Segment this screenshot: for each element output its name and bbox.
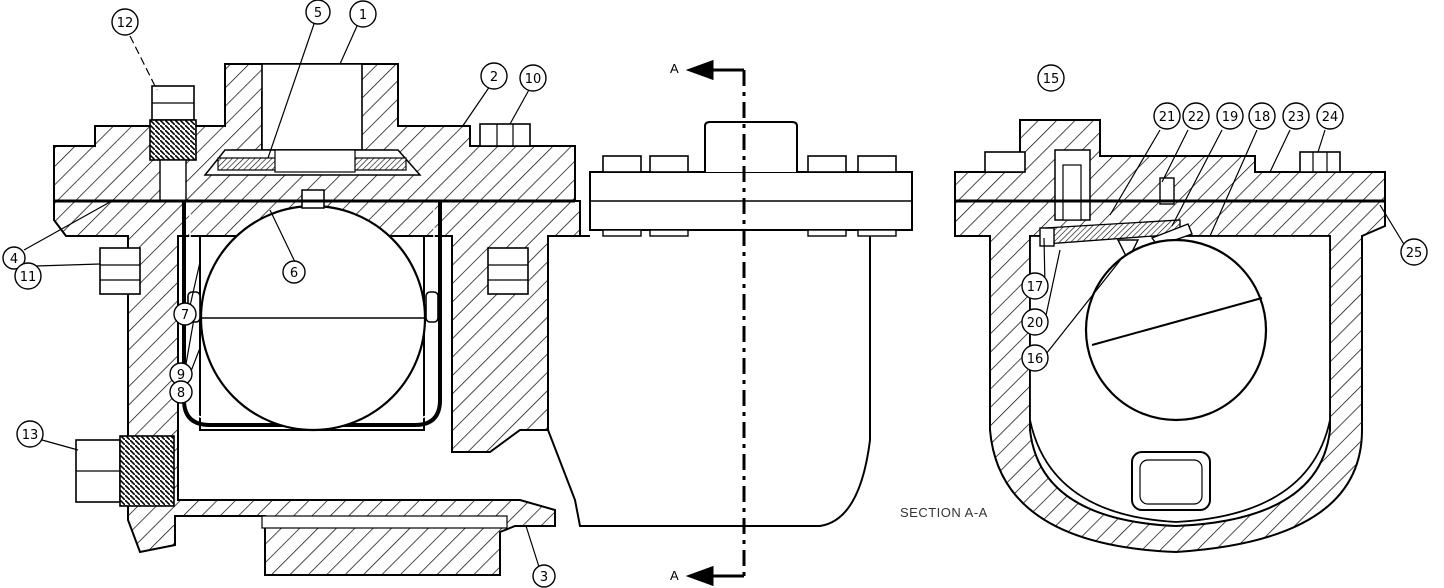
exterior-view: A A — [547, 59, 913, 587]
balloon-9: 9 — [177, 368, 185, 383]
balloon-labels: 1 2 3 4 5 6 7 9 8 10 11 12 13 15 17 20 1… — [10, 6, 1422, 585]
balloon-12: 12 — [117, 16, 134, 31]
cut-letter-top: A — [670, 61, 679, 76]
balloon-10: 10 — [525, 72, 542, 87]
balloon-19: 19 — [1222, 110, 1239, 125]
balloon-11: 11 — [20, 270, 37, 285]
balloon-23: 23 — [1288, 110, 1305, 125]
balloon-3: 3 — [540, 570, 548, 585]
balloon-2: 2 — [490, 70, 498, 85]
section-label: SECTION A-A — [900, 505, 988, 520]
vent-fitting — [149, 85, 197, 202]
flange-nut — [99, 247, 141, 295]
cover-bolt — [479, 123, 531, 147]
balloon-18: 18 — [1254, 110, 1271, 125]
exterior-boss — [704, 121, 798, 172]
section-a-a-view: SECTION A-A — [900, 119, 1386, 554]
balloon-20: 20 — [1027, 316, 1044, 331]
balloon-13: 13 — [22, 428, 39, 443]
balloon-15: 15 — [1043, 72, 1060, 87]
section-pivot-pin — [1039, 227, 1055, 247]
balloon-1: 1 — [359, 8, 367, 23]
cut-arrow-bottom — [685, 565, 744, 587]
float-guide-clip-right — [425, 291, 439, 323]
section-body — [954, 200, 1386, 554]
main-section-view — [53, 63, 581, 576]
exterior-bolts — [602, 155, 897, 173]
balloon-24: 24 — [1322, 110, 1339, 125]
exterior-body-outline — [547, 236, 871, 527]
balloon-16: 16 — [1027, 352, 1044, 367]
section-bolt-left — [984, 151, 1026, 173]
drain-opening — [261, 515, 508, 529]
balloon-4: 4 — [10, 252, 18, 267]
cut-letter-bottom: A — [670, 568, 679, 583]
balloon-8: 8 — [177, 386, 185, 401]
exterior-bolts-lower — [602, 229, 897, 237]
section-bolt-right — [1299, 151, 1341, 173]
balloon-17: 17 — [1027, 280, 1044, 295]
body-cavity — [177, 236, 520, 501]
balloon-25: 25 — [1406, 246, 1423, 261]
float-stem — [301, 189, 325, 209]
section-drain-boss — [1131, 451, 1211, 511]
section-float-ball — [1084, 238, 1268, 422]
drain-plug — [75, 435, 175, 507]
balloon-21: 21 — [1159, 110, 1176, 125]
flange-nut-right — [487, 247, 529, 295]
balloon-7: 7 — [181, 308, 189, 323]
balloon-6: 6 — [290, 266, 298, 281]
balloon-22: 22 — [1188, 110, 1205, 125]
cover-inlet-bore — [261, 63, 363, 151]
section-screw — [1159, 177, 1175, 205]
leader-lines — [23, 23, 1406, 571]
cut-arrow-top — [685, 59, 744, 81]
balloon-5: 5 — [314, 6, 322, 21]
